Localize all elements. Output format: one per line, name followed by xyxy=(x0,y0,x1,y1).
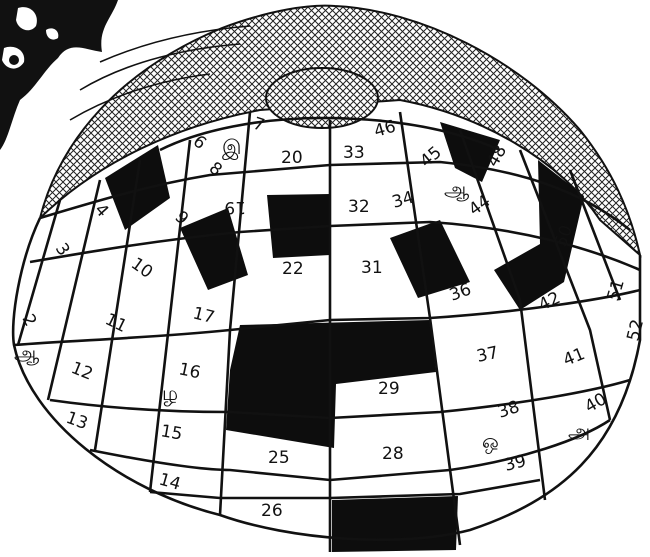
cell-number: 14 xyxy=(157,470,183,495)
cell-number: 20 xyxy=(281,148,303,168)
cell-number: 31 xyxy=(361,258,383,278)
letter-mark: ஆ xyxy=(444,177,469,202)
cell-number: 19 xyxy=(224,197,246,217)
cell-number: 51 xyxy=(604,277,629,303)
cell-number: 52 xyxy=(623,317,648,343)
cell-number: 16 xyxy=(177,359,202,383)
cell-number: 6 xyxy=(189,132,210,154)
letter-mark: அ xyxy=(568,419,590,443)
cell-number: 33 xyxy=(343,143,365,163)
cell-number: 11 xyxy=(102,310,130,337)
cell-number: 7 xyxy=(250,114,266,136)
cell-number: 28 xyxy=(382,444,404,464)
letter-mark: இ xyxy=(222,135,241,160)
cell-number: 15 xyxy=(159,421,184,444)
letter-mark: ஆ xyxy=(14,341,39,366)
cell-number: 45 xyxy=(416,143,445,172)
cell-number: 37 xyxy=(475,343,500,367)
cell-number: 25 xyxy=(268,448,290,468)
cell-number: 38 xyxy=(495,397,522,423)
cell-number: 32 xyxy=(348,197,370,217)
cell-number: 10 xyxy=(127,254,156,283)
cell-number: 22 xyxy=(282,259,304,279)
cell-number: 29 xyxy=(378,379,400,399)
cell-number: 17 xyxy=(191,303,217,328)
letter-mark: ழ xyxy=(162,381,178,406)
cell-number: 8 xyxy=(205,158,226,180)
cell-number: 26 xyxy=(261,501,283,521)
cell-number: 40 xyxy=(582,389,611,417)
cell-number: 12 xyxy=(68,358,96,385)
cell-number: 13 xyxy=(63,408,90,434)
cell-number: 2 xyxy=(18,311,41,330)
cell-number: 41 xyxy=(560,344,588,371)
letter-mark: ஒ xyxy=(482,429,499,454)
